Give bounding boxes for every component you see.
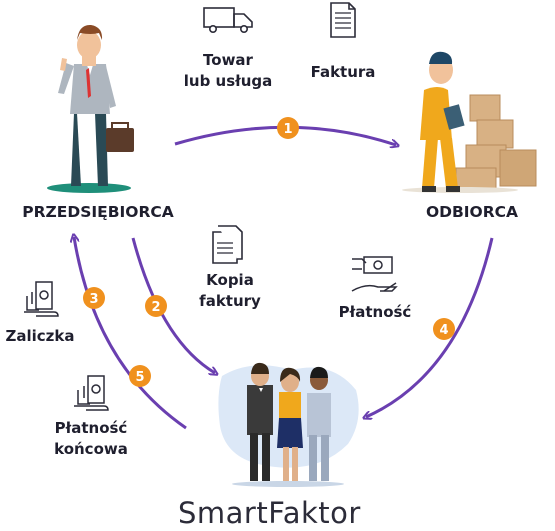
invoice-label: Faktura	[303, 62, 383, 83]
final-payment-label-line2: końcowa	[54, 440, 128, 458]
step-badge-5: 5	[129, 365, 151, 387]
step-badge-2: 2	[145, 295, 167, 317]
invoice-label-text: Faktura	[310, 63, 376, 81]
document-copy-icon	[212, 225, 243, 264]
goods-label-line2: lub usługa	[183, 72, 273, 90]
hand-money-icon	[351, 256, 398, 292]
final-payment-label: Płatność końcowa	[46, 418, 136, 460]
goods-label-line1: Towar	[203, 51, 253, 69]
arrow-2-invoice-copy	[131, 237, 215, 373]
advance-label-text: Zaliczka	[5, 327, 75, 345]
document-icon	[330, 2, 356, 38]
invoice-copy-label: Kopia faktury	[190, 270, 270, 312]
logo-text: SmartFaktor	[178, 496, 361, 530]
step-number-3: 3	[89, 292, 98, 307]
step-badge-3: 3	[83, 287, 105, 309]
recipient-illustration	[402, 51, 537, 193]
step-badge-1: 1	[277, 117, 299, 139]
step-number-1: 1	[283, 122, 292, 137]
step-number-2: 2	[151, 300, 160, 315]
truck-icon	[203, 7, 253, 33]
step-badge-4: 4	[433, 318, 455, 340]
smartfaktor-logo: SmartFaktor	[178, 497, 361, 529]
invoice-copy-label-line2: faktury	[199, 292, 261, 310]
recipient-label-text: ODBIORCA	[425, 203, 519, 221]
hand-money-icon	[24, 281, 59, 317]
entrepreneur-label: PRZEDSIĘBIORCA	[8, 202, 188, 223]
goods-label: Towar lub usługa	[178, 50, 278, 92]
entrepreneur-illustration	[47, 24, 134, 193]
arrow-3-advance	[74, 237, 187, 430]
team-illustration	[218, 362, 359, 487]
recipient-label: ODBIORCA	[412, 202, 532, 223]
arrow-4-payment	[366, 237, 494, 417]
entrepreneur-label-text: PRZEDSIĘBIORCA	[22, 203, 174, 221]
advance-label: Zaliczka	[0, 326, 80, 347]
invoice-copy-label-line1: Kopia	[206, 271, 254, 289]
payment-label-text: Płatność	[338, 303, 412, 321]
final-payment-label-line1: Płatność	[54, 419, 128, 437]
hand-money-icon	[74, 375, 109, 411]
step-number-5: 5	[135, 370, 144, 385]
step-number-4: 4	[439, 323, 448, 338]
payment-label: Płatność	[330, 302, 420, 323]
